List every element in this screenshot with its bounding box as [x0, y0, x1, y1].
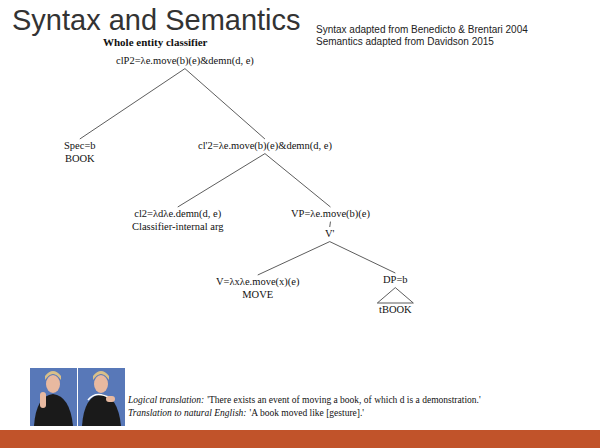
- node-formula: cl'2=λe.move(b)(e)&demn(d, e): [198, 140, 332, 153]
- signer-photo: [30, 368, 125, 426]
- node-formula: VP=λe.move(b)(e): [291, 208, 370, 221]
- tree-node: VP=λe.move(b)(e): [291, 208, 370, 221]
- node-formula: V=λxλe.move(x)(e): [216, 276, 299, 289]
- node-formula: V': [325, 228, 334, 241]
- node-gloss: BOOK: [64, 153, 96, 166]
- tree-node: clP2=λe.move(b)(e)&demn(d, e): [116, 55, 254, 68]
- tree-branch: [185, 69, 265, 139]
- node-gloss: MOVE: [216, 289, 299, 302]
- tree-node: DP=b: [383, 274, 408, 287]
- node-formula: clP2=λe.move(b)(e)&demn(d, e): [116, 55, 254, 68]
- tree-branch: [330, 242, 396, 273]
- tree-branch: [265, 154, 331, 207]
- tree-branch: [258, 242, 330, 275]
- note-label: Translation to natural English:: [128, 408, 247, 418]
- tree-branch: [178, 154, 265, 207]
- slide-title: Syntax and Semantics: [12, 4, 301, 37]
- note-label: 'A book moved like [gesture].': [250, 408, 365, 418]
- node-formula: DP=b: [383, 274, 408, 287]
- note-label: Semantics adapted from Davidson 2015: [316, 36, 494, 47]
- note-label: Logical translation:: [128, 395, 204, 405]
- node-formula: Spec=b: [64, 140, 96, 153]
- tree-branch: [377, 288, 413, 303]
- footer-band: [0, 430, 600, 448]
- tree-branch: [80, 69, 185, 139]
- note-label: Syntax adapted from Benedicto & Brentari…: [316, 24, 528, 35]
- node-gloss: Classifier-internal arg: [132, 221, 223, 234]
- tree-node: Spec=bBOOK: [64, 140, 96, 165]
- tree-branch: [329, 222, 331, 227]
- node-formula: cl2=λdλe.demn(d, e): [132, 208, 223, 221]
- note-label: Whole entity classifier: [103, 36, 207, 48]
- tree-node: tBOOK: [379, 304, 412, 317]
- tree-node: V': [325, 228, 334, 241]
- note-label: 'There exists an event of moving a book,…: [207, 395, 480, 405]
- tree-node: V=λxλe.move(x)(e)MOVE: [216, 276, 299, 301]
- tree-node: cl2=λdλe.demn(d, e)Classifier-internal a…: [132, 208, 223, 233]
- node-formula: tBOOK: [379, 304, 412, 317]
- tree-node: cl'2=λe.move(b)(e)&demn(d, e): [198, 140, 332, 153]
